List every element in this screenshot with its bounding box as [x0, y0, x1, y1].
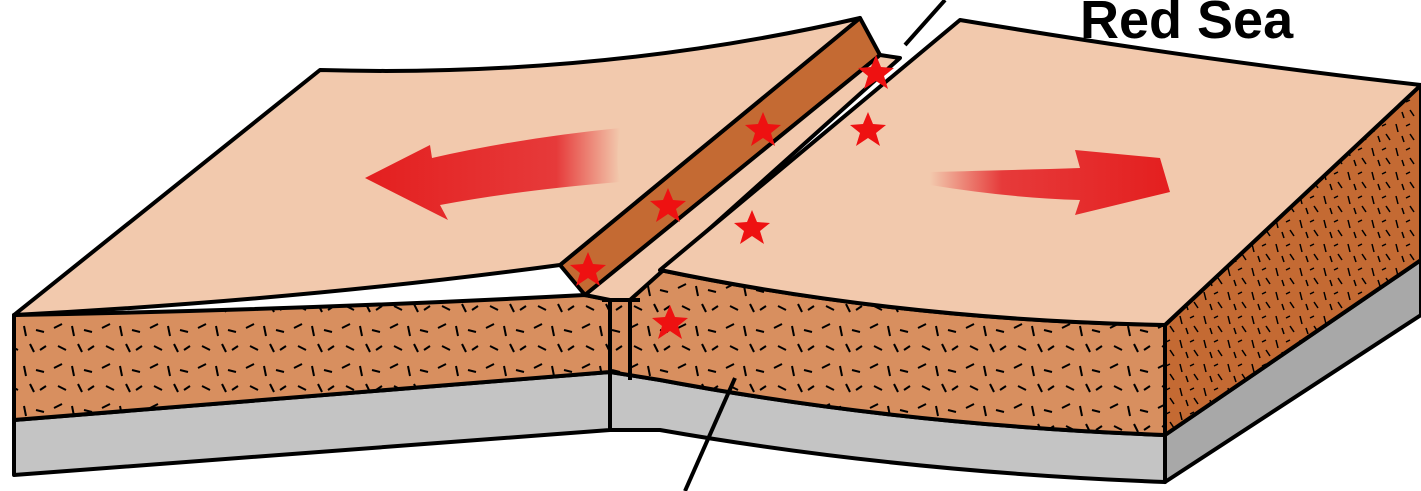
place-label: Red Sea [1080, 0, 1294, 50]
